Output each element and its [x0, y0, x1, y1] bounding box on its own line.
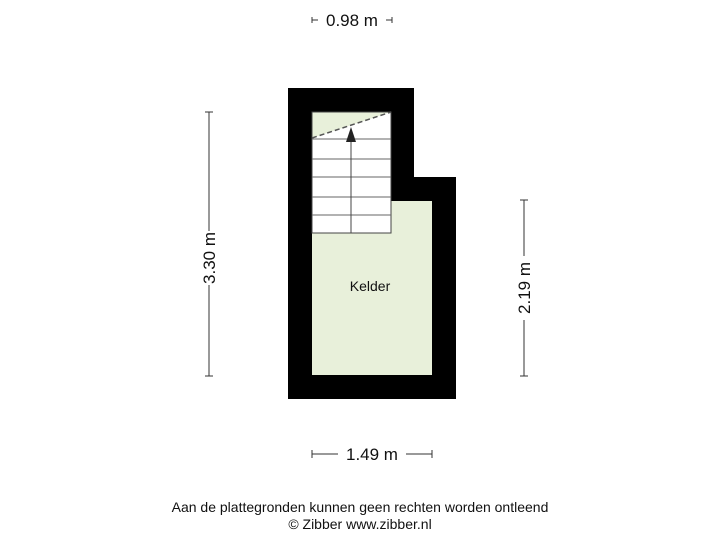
staircase — [311, 111, 392, 234]
disclaimer-text: Aan de plattegronden kunnen geen rechten… — [171, 499, 549, 515]
dimension-bottom: 1.49 m — [346, 445, 398, 464]
dimension-right: 2.19 m — [515, 262, 534, 314]
copyright-text: © Zibber www.zibber.nl — [288, 516, 432, 532]
dimension-lines — [205, 17, 528, 458]
dimension-left: 3.30 m — [200, 232, 219, 284]
stair-arrow-icon — [346, 127, 356, 142]
room-label-kelder: Kelder — [350, 278, 391, 294]
dimension-top: 0.98 m — [326, 11, 378, 30]
